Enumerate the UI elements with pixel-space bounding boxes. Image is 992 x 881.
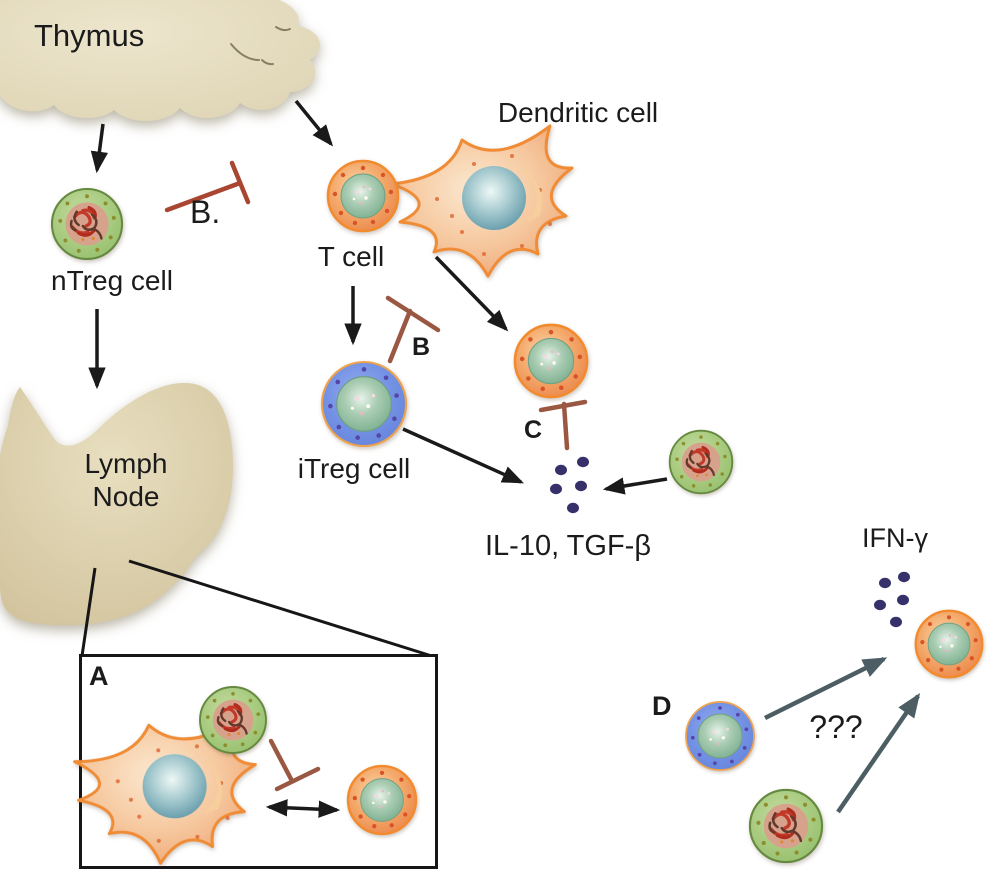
panel-d-label: D [652,691,672,721]
thymus-shape [0,0,320,122]
ntreg-cell-label: nTreg cell [51,265,173,296]
arrow-ntreg-unknown [836,692,921,814]
lymph-node-label-line2: Node [92,481,160,512]
lymph-node-shape [0,382,233,626]
activated-t-cell [513,323,589,399]
lymph-node-label: Lymph Node [84,447,167,513]
arrow-thymus-to-tcell [294,99,334,147]
inhibition-bar-c [538,399,588,451]
inhibition-bar-inset [268,738,321,792]
effector-t-cell [914,609,984,679]
arrow-itreg-to-cytokines [402,427,524,484]
ntreg-cell-inset [198,685,268,755]
ifn-gamma-label: IFN-γ [862,523,928,553]
t-cell [326,159,400,233]
itreg-cell [320,360,408,448]
cytokines-label: IL-10, TGF-β [484,530,652,562]
arrow-inset-bidirectional [265,799,341,818]
unknown-mechanism-label: ??? [809,709,863,745]
il10-tgfb-dots [550,456,589,514]
block-c-label: C [524,416,543,444]
ntreg-cell-right [668,429,734,495]
inset-zoom-lines [80,559,436,659]
arrow-itreg-unknown [764,656,888,721]
panel-a-label: A [89,661,109,691]
t-cell-inset [346,764,418,836]
block-b-main-label: B. [190,194,221,230]
lymph-node-label-line1: Lymph [84,448,168,479]
arrow-tcell-to-activated-tcell [434,255,509,332]
arrow-ntreg-to-cytokines [602,477,668,495]
arrow-thymus-to-ntreg [90,123,108,174]
t-cell-label: T cell [317,241,385,272]
dendritic-cell [390,124,574,278]
thymus-label: Thymus [34,18,145,53]
ntreg-cell [50,187,124,261]
slate-arrows [764,656,921,814]
itreg-cell-bottom [685,701,755,771]
inhibition-bar-b-main [164,160,251,213]
ntreg-cell-bottom [748,788,824,864]
dendritic-cell-label: Dendritic cell [497,97,659,128]
black-arrows [88,99,668,818]
ifn-gamma-dots [874,571,910,628]
thymus-detail-lines [230,26,291,66]
itreg-cell-label: iTreg cell [297,453,411,484]
inhibition-bar-b [385,295,441,364]
block-b-label: B [412,333,431,361]
